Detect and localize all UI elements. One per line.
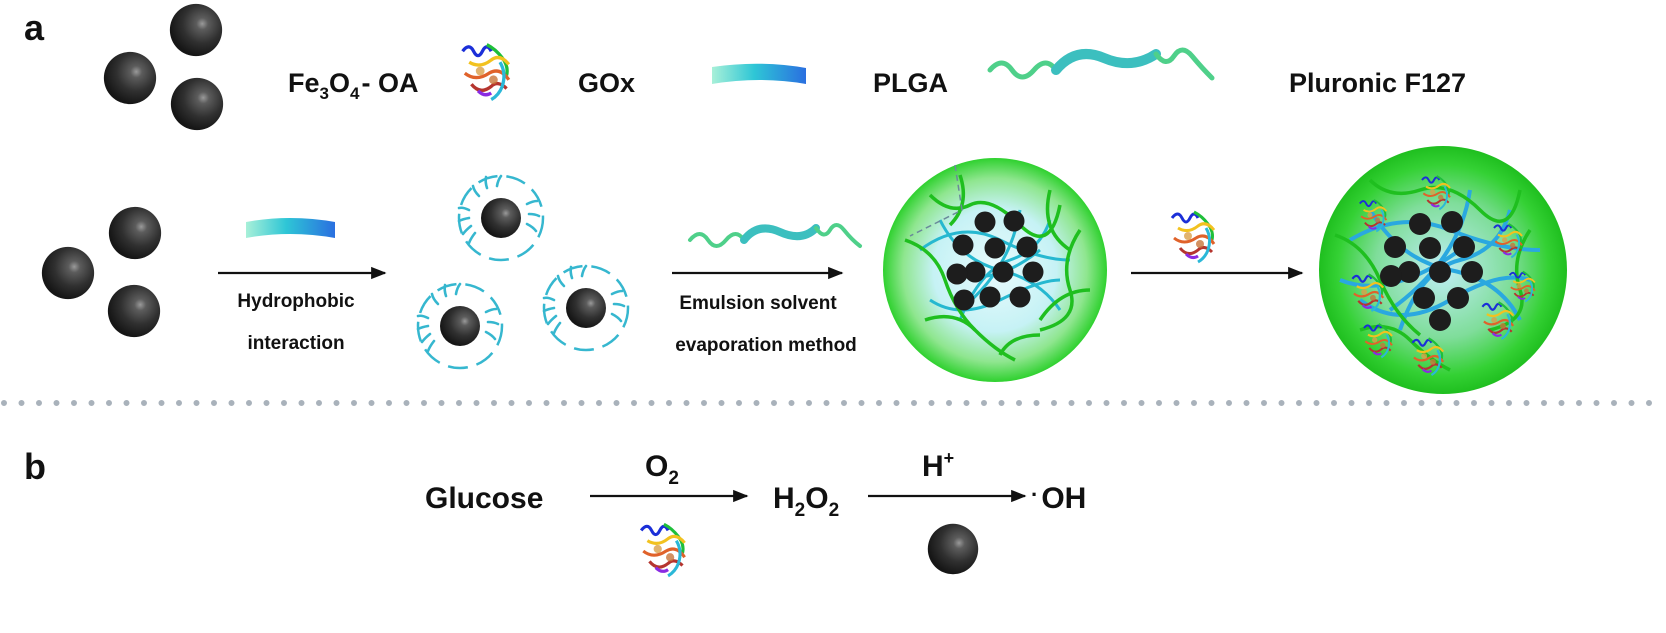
step1-label-line1: Hydrophobic — [237, 291, 355, 312]
legend-pluronic-label: Pluronic F127 — [1289, 68, 1466, 98]
oa-coated-nanoparticle — [542, 264, 630, 352]
plga-pluronic-nanocomposite — [883, 158, 1107, 382]
enzyme-icon — [1170, 210, 1216, 264]
plga-chain-icon — [688, 223, 862, 248]
hydroxyl-radical-label: ·OH — [1031, 482, 1086, 515]
gox-enzyme-icon — [639, 522, 687, 578]
oa-coated-nanoparticle — [416, 282, 504, 370]
glucose-label: Glucose — [425, 482, 543, 515]
step2-label-line1: Emulsion solvent — [679, 293, 837, 314]
nanoparticle-icon — [41, 246, 95, 300]
bare-nanoparticle-cluster — [41, 206, 162, 338]
core-nanoparticles — [946, 210, 1044, 311]
core-nanoparticles — [1380, 211, 1483, 331]
legend-polymer-chain-icon — [987, 47, 1215, 81]
nanoparticle-icon — [169, 3, 223, 57]
gox-loaded-nanocomposite — [1319, 146, 1567, 394]
legend-fe3o4-oa-label: Fe3O4- OA — [288, 68, 418, 103]
oa-bar-icon — [246, 218, 335, 238]
fe3o4-catalyst-icon — [927, 523, 979, 575]
h2o2-label: H2O2 — [773, 482, 839, 521]
nanoparticle-icon — [107, 284, 161, 338]
legend-gox-label: GOx — [578, 68, 635, 98]
legend-oa-bar-icon — [712, 63, 806, 84]
legend-plga-label: PLGA — [873, 68, 948, 98]
panel-label-b: b — [24, 446, 46, 487]
nanoparticle-icon — [170, 77, 224, 131]
step1-label-line2: interaction — [247, 333, 344, 354]
oa-coated-nanoparticle — [457, 174, 545, 262]
panel-label-a: a — [24, 7, 45, 48]
o2-label: O2 — [645, 450, 679, 489]
step2-label-line2: evaporation method — [675, 335, 857, 356]
h-plus-label: H+ — [922, 448, 954, 483]
legend-nanoparticle-cluster — [103, 3, 224, 131]
legend-enzyme-icon — [460, 42, 511, 102]
nanoparticle-icon — [103, 51, 157, 105]
nanoparticle-icon — [108, 206, 162, 260]
